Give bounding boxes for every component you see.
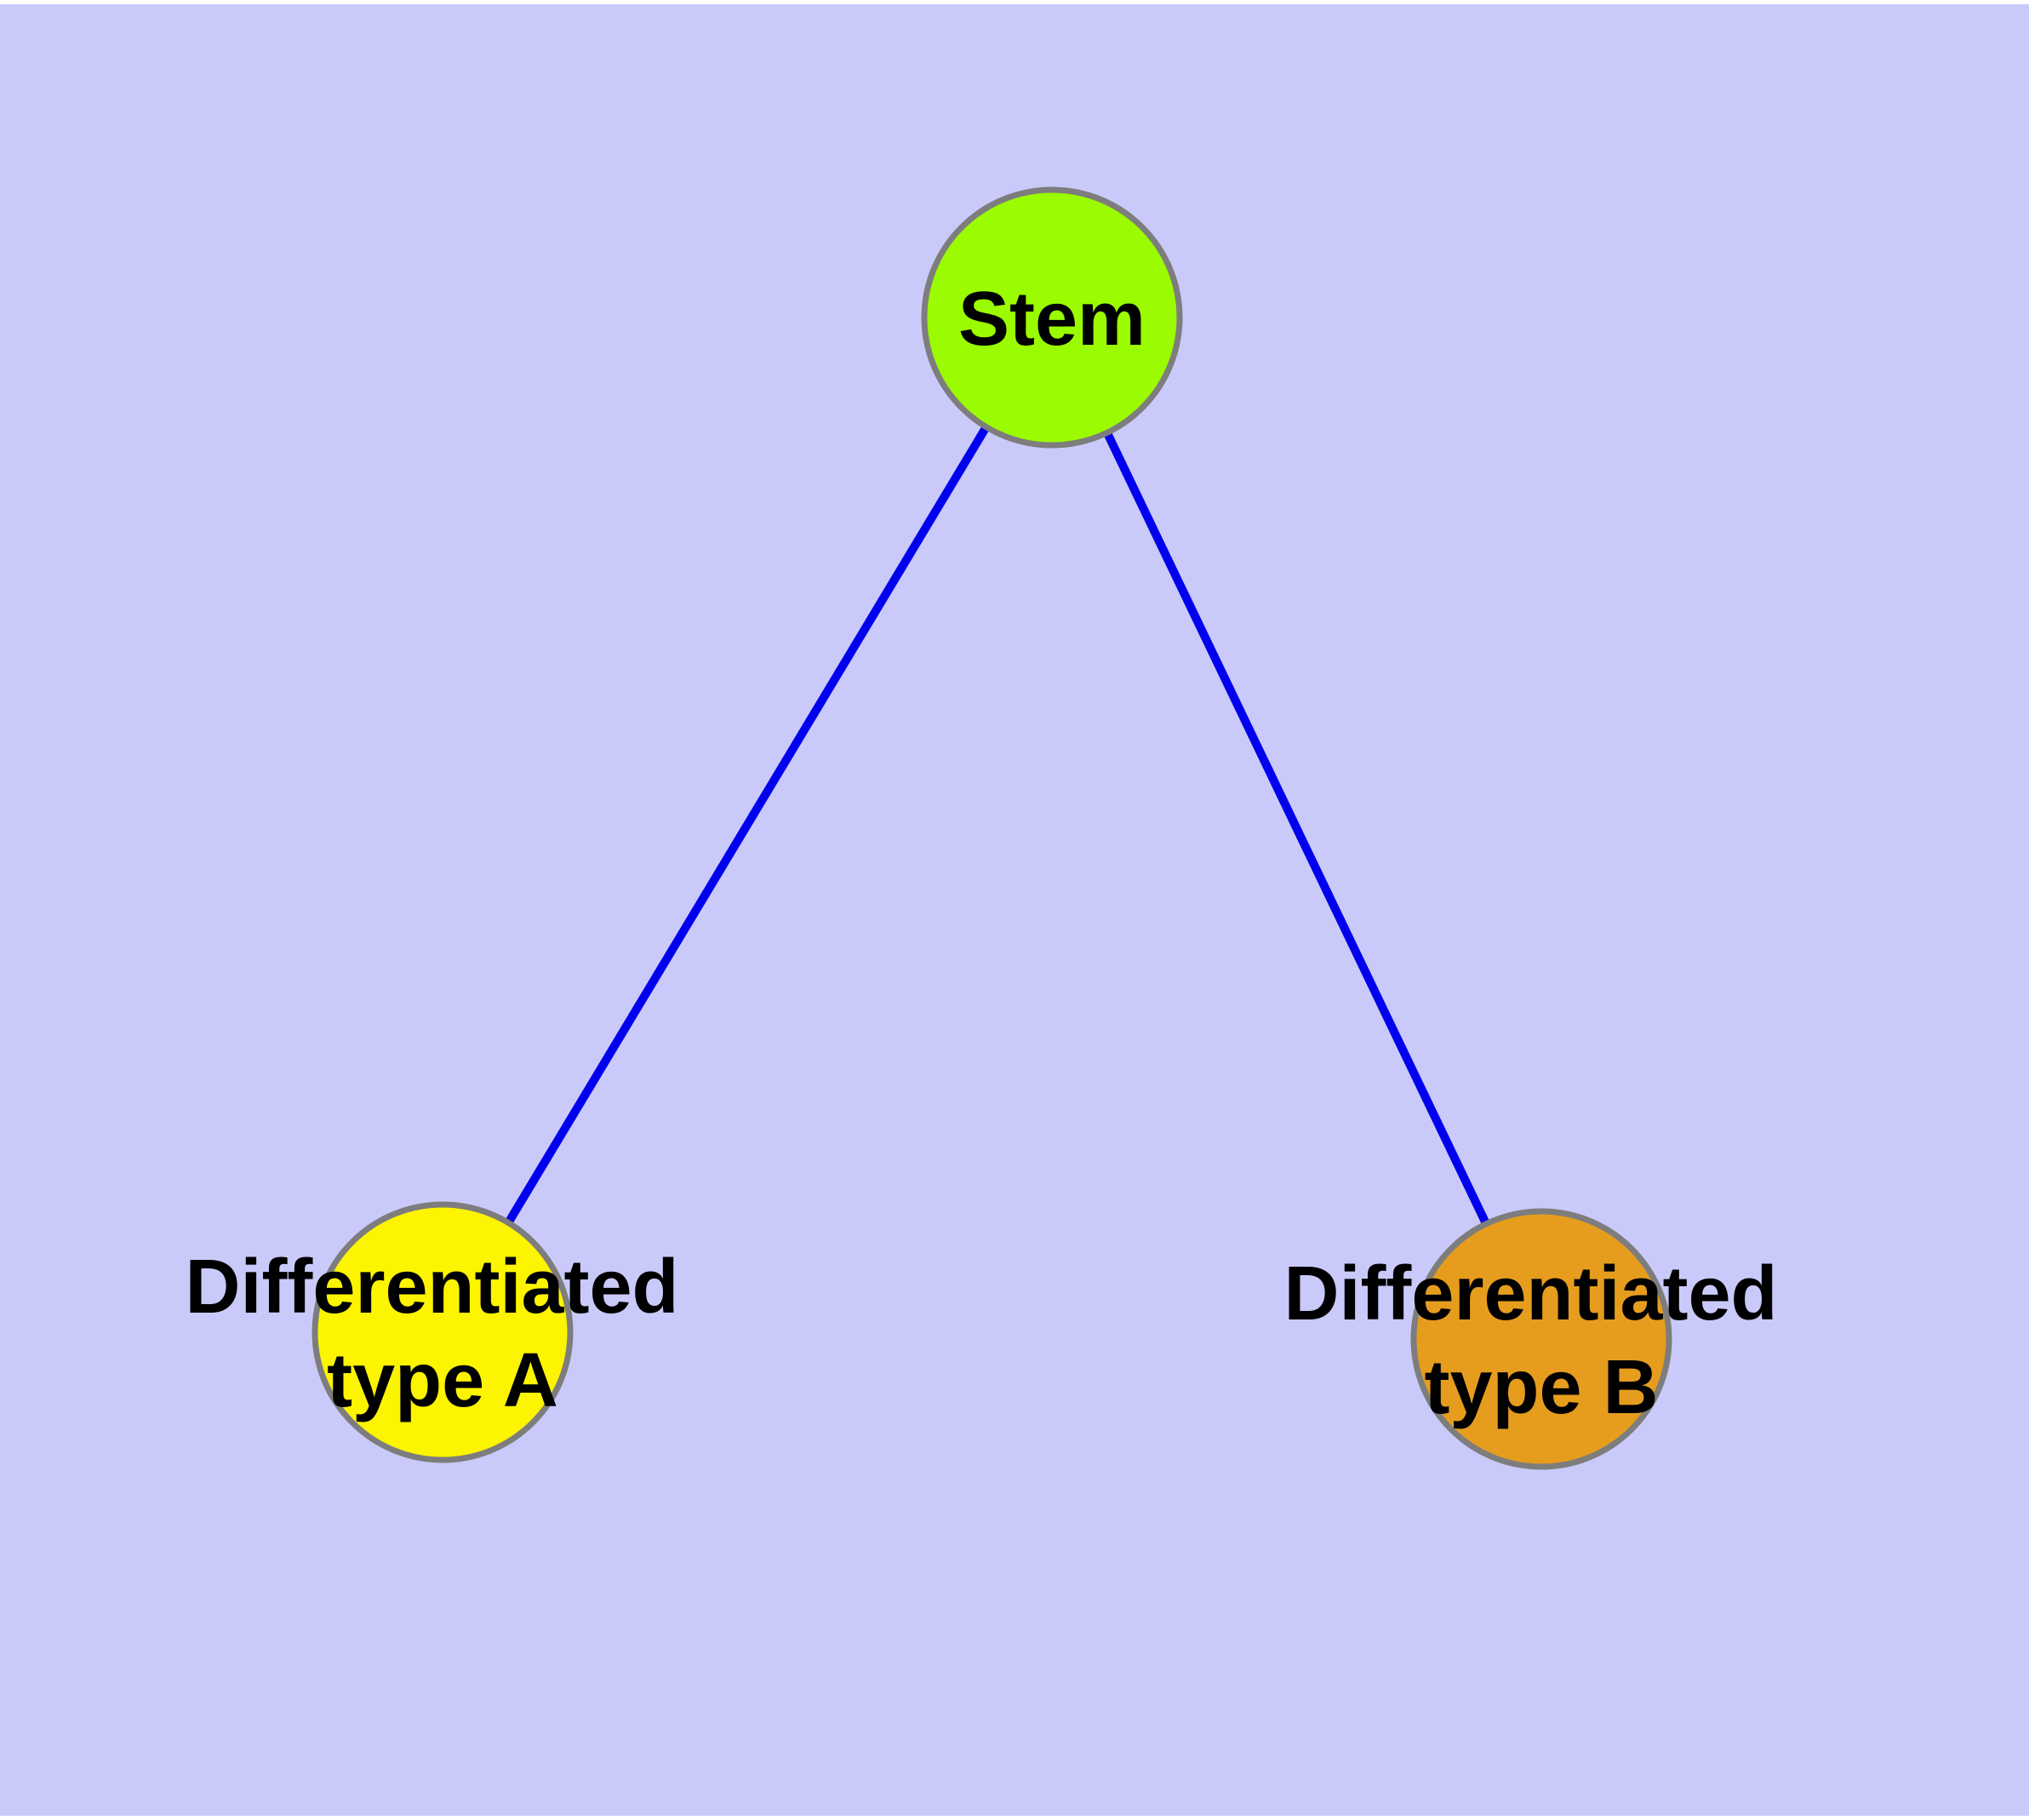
node-differentiated-type-a-label: Differentiated type A (185, 1245, 700, 1423)
node-differentiated-type-a-label-line-1: Differentiated (185, 1245, 678, 1330)
node-differentiated-type-a-label-line-2: type A (327, 1338, 558, 1423)
edge-stem-to-type-b-line (1048, 315, 1546, 1342)
node-differentiated-type-b-label-line-2: type B (1424, 1345, 1658, 1430)
node-differentiated-type-a-circle (311, 1201, 574, 1463)
edge-stem-to-type-a-line (438, 315, 1056, 1335)
node-differentiated-type-a: Differentiated type A (185, 1201, 700, 1463)
node-stem: Stem (921, 186, 1183, 449)
node-differentiated-type-b-circle (1410, 1208, 1672, 1470)
node-stem-label: Stem (958, 277, 1146, 362)
node-stem-circle (921, 186, 1183, 449)
node-differentiated-type-b: Differentiated type B (1283, 1208, 1798, 1470)
node-differentiated-type-b-label-line-1: Differentiated (1283, 1251, 1777, 1336)
node-differentiated-type-b-label: Differentiated type B (1283, 1251, 1798, 1430)
